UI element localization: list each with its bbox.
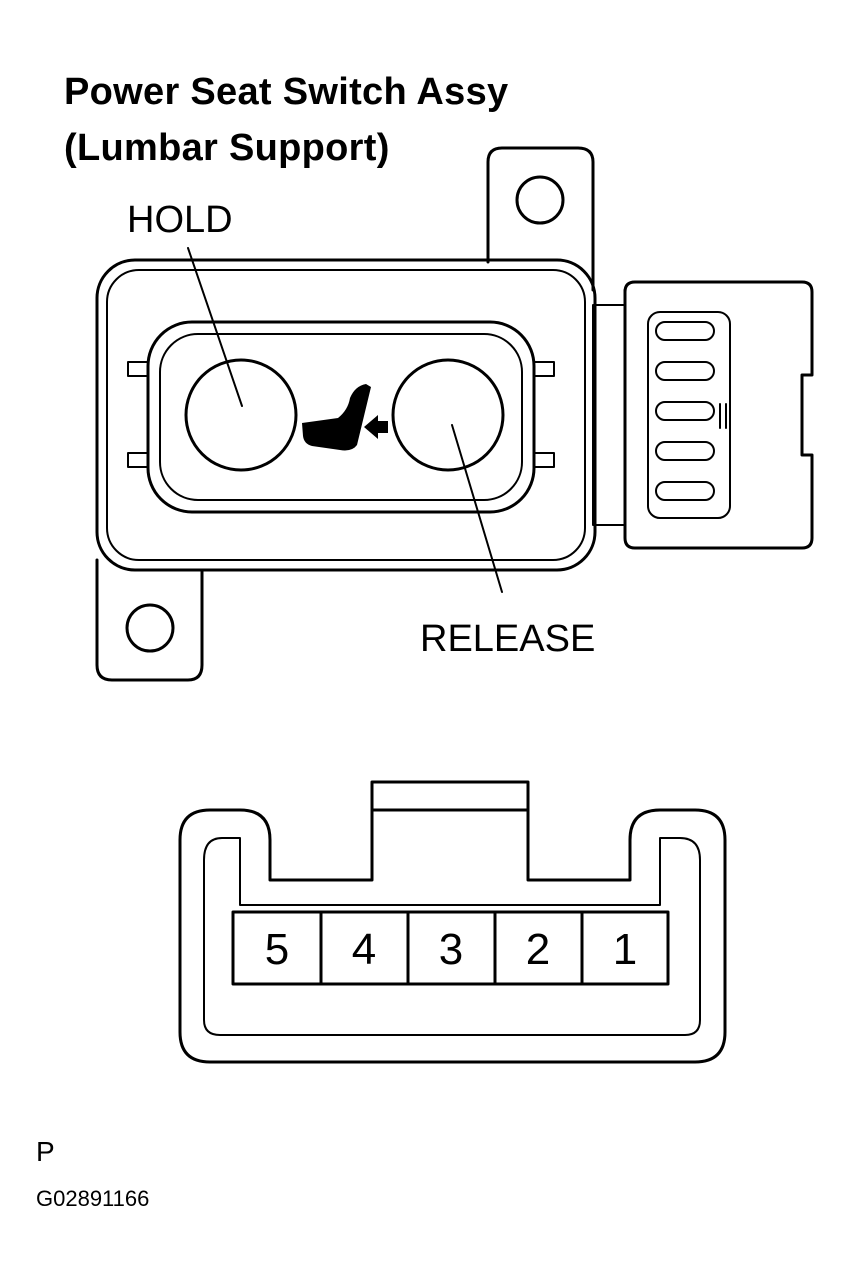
diagram-subtitle: (Lumbar Support) — [64, 127, 390, 169]
side-connector — [592, 280, 814, 550]
seat-lumbar-icon — [302, 384, 371, 451]
connector-face — [178, 780, 727, 1064]
pin-cell — [580, 910, 670, 986]
pin-number: 3 — [439, 925, 463, 974]
connector-pin-cells — [231, 910, 670, 986]
view-code-label: P — [36, 1136, 55, 1167]
release-button — [391, 358, 505, 472]
pin-number: 4 — [352, 925, 376, 974]
release-leader-line — [451, 424, 503, 593]
mounting-hole-bottom — [125, 603, 175, 653]
mounting-bracket — [95, 146, 595, 682]
pin-number: 5 — [265, 925, 289, 974]
release-callout-label: RELEASE — [420, 618, 596, 660]
hold-leader-line — [187, 247, 243, 407]
switch-body — [95, 258, 597, 572]
figure-id: G02891166 — [36, 1186, 150, 1211]
pin-number: 2 — [526, 925, 550, 974]
arrow-icon — [364, 415, 388, 439]
mounting-hole-top — [515, 175, 565, 225]
hold-callout-label: HOLD — [127, 199, 233, 241]
pin-number: 1 — [613, 925, 637, 974]
hold-button — [184, 358, 298, 472]
diagram-title: Power Seat Switch Assy — [64, 71, 509, 113]
